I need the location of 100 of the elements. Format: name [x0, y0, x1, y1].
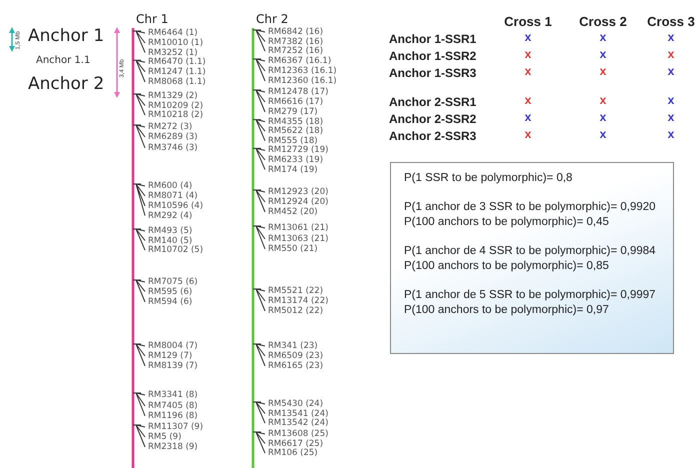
- marker-label: RM6470 (1.1): [148, 58, 206, 68]
- row-header: Anchor 2-SSR2: [389, 111, 476, 128]
- marker-label: RM341 (23): [268, 342, 318, 352]
- anchor-label: Anchor 1.1: [36, 54, 90, 68]
- marker-label: RM6367 (16.1): [268, 57, 332, 66]
- marker-label: RM12923 (20): [268, 188, 328, 198]
- marker-label: RM6509 (23): [268, 352, 324, 362]
- marker-label: RM292 (4): [148, 212, 192, 222]
- marker-label: RM5012 (22): [268, 307, 324, 317]
- marker-label: RM13063 (21): [268, 235, 328, 244]
- probability-text: P(100 anchors to be polymorphic)= 0,45: [404, 215, 610, 230]
- marker-label: RM594 (6): [148, 298, 192, 308]
- marker-label: RM12478 (17): [268, 88, 328, 98]
- marker-label: RM5521 (22): [268, 287, 324, 296]
- marker-label: RM129 (7): [148, 352, 192, 362]
- marker-label: RM10209 (2): [148, 102, 204, 111]
- cross-mark: x: [668, 30, 674, 44]
- marker-label: RM6165 (23): [268, 362, 324, 372]
- marker-label: RM6617 (25): [268, 440, 324, 449]
- marker-label: RM106 (25): [268, 449, 318, 459]
- marker-label: RM5 (9): [148, 433, 182, 442]
- row-header: Anchor 1-SSR2: [389, 48, 476, 65]
- marker-label: RM174 (19): [268, 166, 318, 176]
- marker-label: RM7382 (16): [268, 38, 324, 47]
- marker-label: RM5430 (24): [268, 400, 324, 410]
- cross-mark: x: [524, 127, 532, 141]
- marker-label: RM493 (5): [148, 227, 192, 236]
- marker-label: RM10010 (1): [148, 39, 204, 48]
- marker-label: RM3252 (1): [148, 48, 198, 58]
- marker-label: RM10702 (5): [148, 246, 204, 256]
- cross-mark: x: [600, 30, 606, 44]
- marker-label: RM8071 (4): [148, 192, 198, 202]
- probability-text: P(1 anchor de 5 SSR to be polymorphic)= 0,9997: [404, 288, 657, 303]
- row-header: Anchor 1-SSR1: [389, 31, 476, 48]
- marker-label: RM12729 (19): [268, 146, 328, 156]
- cross-mark: x: [668, 127, 674, 141]
- marker-label: RM595 (6): [148, 288, 192, 298]
- marker-label: RM12360 (16.1): [268, 77, 337, 87]
- probability-text: P(1 SSR to be polymorphic)= 0,8: [404, 171, 574, 186]
- chromosome-title: Chr 1: [136, 11, 168, 28]
- anchor-label: Anchor 2: [28, 74, 104, 94]
- cross-mark: x: [668, 47, 674, 61]
- marker-label: RM8068 (1.1): [148, 78, 206, 88]
- column-header: Cross 1: [504, 13, 552, 31]
- cross-mark: x: [668, 110, 674, 124]
- marker-label: RM3341 (8): [148, 391, 198, 401]
- cross-mark: x: [524, 47, 532, 61]
- marker-label: RM13542 (24): [268, 419, 328, 429]
- row-header: Anchor 2-SSR1: [389, 94, 476, 111]
- marker-label: RM1247 (1.1): [148, 68, 206, 78]
- cross-mark: x: [600, 64, 606, 78]
- row-header: Anchor 1-SSR3: [389, 65, 476, 82]
- marker-label: RM7075 (6): [148, 278, 198, 288]
- cross-mark: x: [524, 93, 532, 107]
- marker-label: RM8139 (7): [148, 362, 198, 372]
- marker-label: RM6616 (17): [268, 98, 324, 108]
- marker-label: RM13608 (25): [268, 430, 328, 440]
- marker-label: RM6842 (16): [268, 28, 324, 38]
- marker-label: RM1329 (2): [148, 92, 198, 102]
- anchor-label: Anchor 1: [28, 26, 104, 46]
- chromosome-title: Chr 2: [256, 11, 288, 28]
- marker-label: RM7405 (8): [148, 402, 198, 412]
- marker-label: RM13174 (22): [268, 297, 328, 306]
- marker-label: RM12363 (16.1): [268, 67, 337, 76]
- marker-label: RM6233 (19): [268, 156, 324, 166]
- marker-label: RM600 (4): [148, 182, 192, 192]
- marker-label: RM10596 (4): [148, 202, 204, 212]
- marker-label: RM13541 (24): [268, 410, 328, 419]
- marker-label: RM140 (5): [148, 236, 192, 246]
- probability-text: P(100 anchors to be polymorphic)= 0,97: [404, 303, 610, 318]
- marker-label: RM272 (3): [148, 123, 192, 132]
- marker-label: RM6464 (1): [148, 29, 198, 38]
- probability-box: [390, 162, 674, 354]
- column-header: Cross 3: [647, 13, 695, 31]
- probability-text: P(1 anchor de 3 SSR to be polymorphic)= 0,9920: [404, 200, 657, 215]
- cross-mark: x: [524, 64, 532, 78]
- cross-mark: x: [524, 110, 532, 124]
- marker-label: RM452 (20): [268, 208, 318, 218]
- marker-label: RM550 (21): [268, 245, 318, 255]
- marker-label: RM7252 (16): [268, 47, 324, 56]
- marker-label: RM10218 (2): [148, 111, 204, 121]
- marker-label: RM555 (18): [268, 136, 318, 146]
- column-header: Cross 2: [579, 13, 627, 31]
- cross-mark: x: [524, 30, 532, 44]
- marker-label: RM2318 (9): [148, 443, 198, 453]
- marker-label: RM3746 (3): [148, 144, 198, 154]
- cross-mark: x: [600, 127, 606, 141]
- cross-mark: x: [668, 64, 674, 78]
- marker-label: RM12924 (20): [268, 198, 328, 208]
- cross-mark: x: [600, 110, 606, 124]
- marker-label: RM8004 (7): [148, 342, 198, 352]
- marker-label: RM1196 (8): [148, 412, 198, 422]
- probability-text: P(100 anchors to be polymorphic)= 0,85: [404, 259, 610, 274]
- probability-text: P(1 anchor de 4 SSR to be polymorphic)= 0,9984: [404, 244, 657, 259]
- cross-mark: x: [600, 47, 606, 61]
- cross-mark: x: [668, 93, 674, 107]
- marker-label: RM11307 (9): [148, 423, 204, 432]
- marker-label: RM5622 (18): [268, 127, 324, 136]
- cross-mark: x: [600, 93, 606, 107]
- row-header: Anchor 2-SSR3: [389, 128, 476, 145]
